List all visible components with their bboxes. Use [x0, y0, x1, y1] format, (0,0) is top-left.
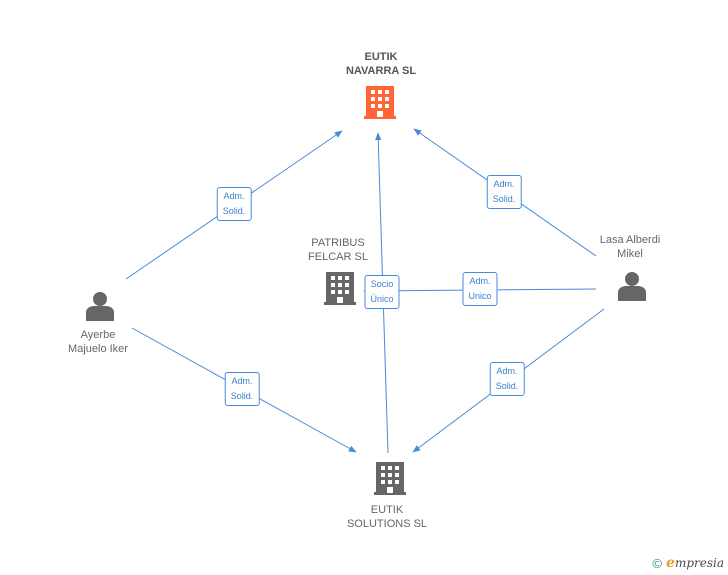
edge-label-lasa-patribus: Adm. Unico: [462, 272, 498, 306]
node-label-eutik-navarra[interactable]: EUTIK NAVARRA SL: [345, 51, 417, 77]
node-label-lasa[interactable]: Lasa Alberdi Mikel: [599, 234, 661, 260]
person-icon: [618, 272, 646, 301]
building-icon: [374, 462, 406, 495]
copyright-symbol: ©: [652, 555, 663, 571]
building-icon: [364, 86, 396, 119]
brand-logo: empresia: [666, 555, 724, 571]
edge-label-ayerbe-solutions: Adm. Solid.: [224, 372, 260, 406]
node-label-ayerbe[interactable]: Ayerbe Majuelo Iker: [68, 329, 128, 355]
building-icon: [324, 272, 356, 305]
footer-brand[interactable]: © empresia: [652, 555, 724, 571]
edge-label-lasa-navarra: Adm. Solid.: [486, 175, 522, 209]
edge-label-ayerbe-navarra: Adm. Solid.: [216, 187, 252, 221]
node-label-eutik-solutions[interactable]: EUTIK SOLUTIONS SL: [346, 504, 428, 530]
person-icon: [86, 292, 114, 321]
node-label-patribus[interactable]: PATRIBUS FELCAR SL: [308, 237, 368, 263]
edge-label-solutions-patribus: Socio Único: [364, 275, 400, 309]
edge-label-lasa-solutions: Adm. Solid.: [489, 362, 525, 396]
